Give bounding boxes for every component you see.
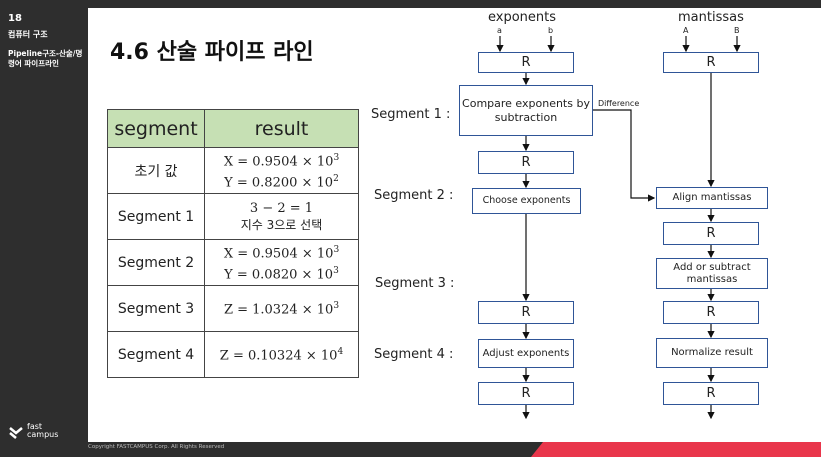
result-cell: X = 0.9504 × 103 Y = 0.8200 × 102 bbox=[204, 147, 359, 194]
segment-cell: Segment 4 bbox=[107, 331, 205, 378]
lecture-number: 18 bbox=[8, 13, 22, 24]
result-line: Z = 0.10324 × 10 bbox=[219, 348, 338, 364]
table-header-row: segment result bbox=[107, 109, 359, 148]
register-box: R bbox=[663, 382, 759, 405]
table-row: 초기 값 X = 0.9504 × 103 Y = 0.8200 × 102 bbox=[107, 147, 359, 194]
register-box: R bbox=[663, 301, 759, 324]
adjust-exponents-box: Adjust exponents bbox=[478, 339, 574, 368]
result-table: segment result 초기 값 X = 0.9504 × 103 Y =… bbox=[107, 109, 359, 378]
register-box: R bbox=[478, 301, 574, 324]
result-exponent: 3 bbox=[333, 245, 340, 256]
brand-line-1: fast bbox=[27, 422, 43, 431]
result-cell: Z = 0.10324 × 104 bbox=[204, 331, 359, 378]
result-line: X = 0.9504 × 10 bbox=[223, 246, 334, 262]
footer-accent bbox=[531, 442, 821, 457]
top-stripe bbox=[88, 0, 821, 8]
result-line: Y = 0.0820 × 10 bbox=[224, 266, 334, 282]
header-segment: segment bbox=[107, 109, 205, 148]
slide-title: 4.6 산술 파이프 라인 bbox=[110, 40, 314, 65]
segment-3-label: Segment 3 : bbox=[375, 276, 455, 291]
segment-cell: Segment 1 bbox=[107, 193, 205, 240]
result-line: Z = 1.0324 × 10 bbox=[223, 302, 334, 318]
register-box: R bbox=[478, 151, 574, 174]
mantissas-label: mantissas bbox=[678, 10, 744, 25]
result-cell: X = 0.9504 × 103 Y = 0.0820 × 103 bbox=[204, 239, 359, 286]
header-result: result bbox=[204, 109, 359, 148]
register-box: R bbox=[663, 222, 759, 245]
segment-cell: 초기 값 bbox=[107, 147, 205, 194]
result-line: 3 − 2 = 1 bbox=[249, 200, 314, 216]
table-row: Segment 2 X = 0.9504 × 103 Y = 0.0820 × … bbox=[107, 239, 359, 286]
input-a: a bbox=[497, 26, 502, 35]
input-A: A bbox=[683, 26, 689, 35]
result-exponent: 4 bbox=[337, 347, 344, 358]
register-box: R bbox=[663, 52, 759, 73]
segment-4-label: Segment 4 : bbox=[374, 347, 454, 362]
align-mantissas-box: Align mantissas bbox=[656, 187, 768, 209]
exponents-label: exponents bbox=[488, 10, 557, 25]
input-B: B bbox=[734, 26, 740, 35]
segment-2-label: Segment 2 : bbox=[374, 188, 454, 203]
brand-line-2: campus bbox=[27, 430, 59, 439]
sidebar: 18 컴퓨터 구조 Pipeline구조-산술/명령어 파이프라인 fast c… bbox=[0, 0, 88, 457]
result-line: Y = 0.8200 × 10 bbox=[224, 174, 334, 190]
add-subtract-box: Add or subtract mantissas bbox=[656, 258, 768, 289]
segment-1-label: Segment 1 : bbox=[371, 107, 451, 122]
choose-exponents-box: Choose exponents bbox=[472, 188, 581, 214]
lecture-topic: Pipeline구조-산술/명령어 파이프라인 bbox=[8, 49, 83, 68]
compare-exponents-box: Compare exponents by subtraction bbox=[459, 85, 593, 136]
register-box: R bbox=[478, 52, 574, 73]
fastcampus-logo-icon bbox=[9, 427, 23, 439]
brand-logo: fast campus bbox=[8, 423, 58, 439]
table-row: Segment 4 Z = 0.10324 × 104 bbox=[107, 331, 359, 378]
input-b: b bbox=[548, 26, 554, 35]
result-line: X = 0.9504 × 10 bbox=[223, 154, 334, 170]
result-exponent: 2 bbox=[333, 173, 339, 184]
copyright-text: Copyright FASTCAMPUS Corp. All Rights Re… bbox=[88, 444, 225, 450]
result-line: 지수 3으로 선택 bbox=[240, 217, 323, 232]
result-exponent: 3 bbox=[333, 265, 339, 276]
result-exponent: 3 bbox=[333, 301, 340, 312]
segment-cell: Segment 3 bbox=[107, 285, 205, 332]
normalize-result-box: Normalize result bbox=[656, 338, 768, 368]
course-name: 컴퓨터 구조 bbox=[8, 30, 48, 39]
difference-label: Difference bbox=[598, 99, 640, 108]
result-exponent: 3 bbox=[333, 153, 340, 164]
register-box: R bbox=[478, 382, 574, 405]
difference-arrow bbox=[593, 109, 656, 202]
table-row: Segment 1 3 − 2 = 1 지수 3으로 선택 bbox=[107, 193, 359, 240]
footer-bar: Copyright FASTCAMPUS Corp. All Rights Re… bbox=[88, 442, 821, 457]
segment-cell: Segment 2 bbox=[107, 239, 205, 286]
